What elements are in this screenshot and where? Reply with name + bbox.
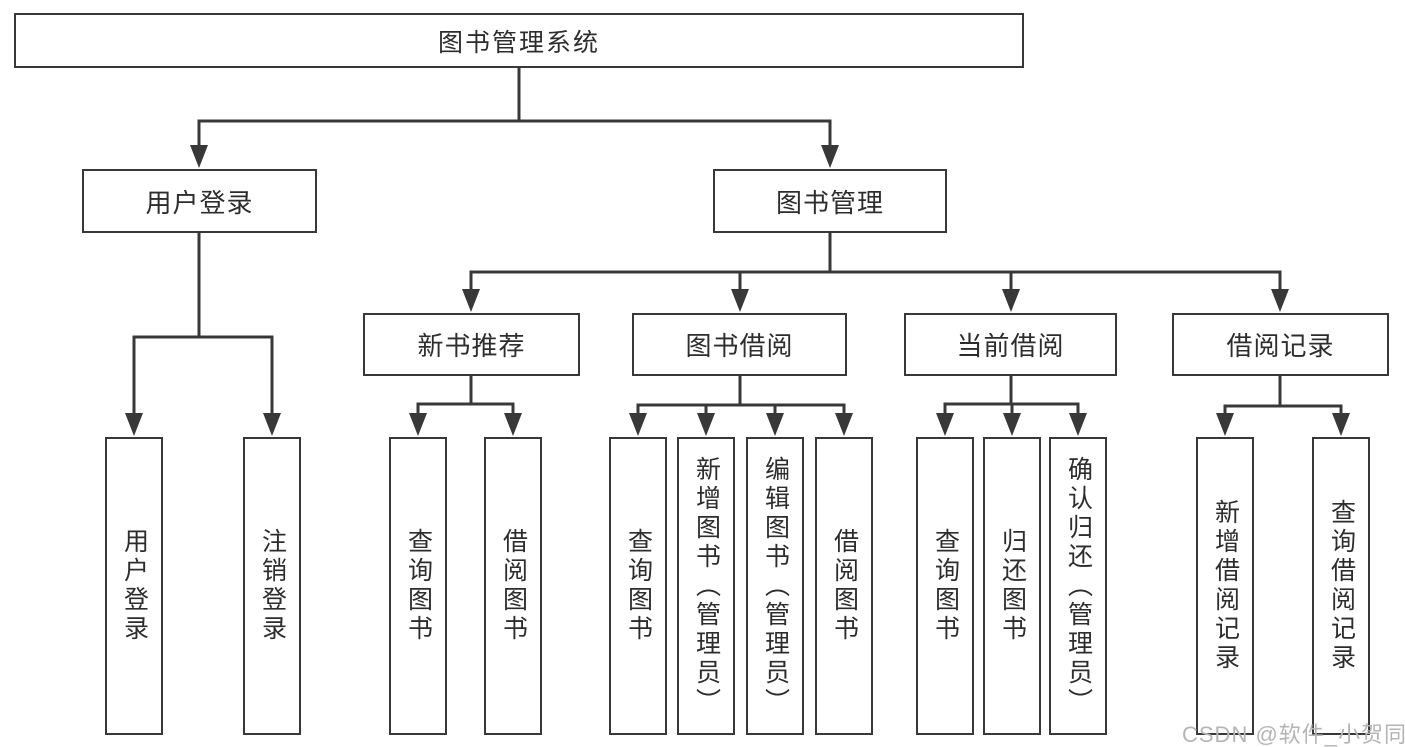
leaf-borrow-add-books-admin-label: 新增图书（管理员）: [692, 455, 721, 717]
arrowhead-icon: [731, 289, 749, 312]
leaf-borrow-edit-books-admin: 编辑图书（管理员）: [746, 437, 804, 735]
node-borrowing-records: 借阅记录: [1172, 313, 1389, 376]
leaf-recommend-borrow-books-label: 借阅图书: [499, 528, 528, 644]
arrowhead-icon: [1069, 413, 1087, 436]
leaf-current-confirm-return-admin-label: 确认归还（管理员）: [1064, 455, 1093, 717]
arrowhead-icon: [1332, 413, 1350, 436]
node-new-book-recommend: 新书推荐: [363, 313, 580, 376]
leaf-current-return-books: 归还图书: [983, 437, 1041, 735]
leaf-current-confirm-return-admin: 确认归还（管理员）: [1049, 437, 1107, 735]
leaf-records-add-record-label: 新增借阅记录: [1211, 499, 1240, 673]
arrowhead-icon: [504, 413, 522, 436]
leaf-borrow-edit-books-admin-label: 编辑图书（管理员）: [761, 455, 790, 717]
node-book-management-module: 图书管理: [713, 169, 947, 233]
node-current-borrowing: 当前借阅: [904, 313, 1117, 376]
leaf-records-query-record: 查询借阅记录: [1312, 437, 1370, 735]
node-user-login-module: 用户登录: [82, 169, 317, 233]
arrowhead-icon: [125, 413, 143, 436]
leaf-recommend-query-books: 查询图书: [389, 437, 447, 735]
arrowhead-icon: [766, 413, 784, 436]
arrowhead-icon: [190, 145, 208, 168]
leaf-user-logout-label: 注销登录: [258, 528, 287, 644]
arrowhead-icon: [1271, 289, 1289, 312]
arrowhead-icon: [263, 413, 281, 436]
arrowhead-icon: [936, 413, 954, 436]
node-book-management-module-label: 图书管理: [775, 187, 884, 218]
node-root-system: 图书管理系统: [14, 13, 1024, 68]
arrowhead-icon: [821, 145, 839, 168]
arrowhead-icon: [1002, 289, 1020, 312]
arrowhead-icon: [1216, 413, 1234, 436]
csdn-watermark: CSDN @软件_小贺同学: [1182, 722, 1405, 747]
node-borrowing-records-label: 借阅记录: [1226, 331, 1335, 361]
leaf-user-logout: 注销登录: [243, 437, 301, 735]
node-root-system-label: 图书管理系统: [437, 28, 600, 57]
leaf-current-query-books: 查询图书: [916, 437, 974, 735]
node-book-borrowing-label: 图书借阅: [685, 331, 794, 361]
leaf-user-login: 用户登录: [105, 437, 163, 735]
leaf-current-query-books-label: 查询图书: [931, 528, 960, 644]
leaf-borrow-query-books: 查询图书: [609, 437, 667, 735]
leaf-borrow-add-books-admin: 新增图书（管理员）: [677, 437, 735, 735]
arrowhead-icon: [629, 413, 647, 436]
node-user-login-module-label: 用户登录: [145, 187, 254, 218]
node-book-borrowing: 图书借阅: [632, 313, 847, 376]
leaf-current-return-books-label: 归还图书: [998, 528, 1027, 644]
leaf-records-add-record: 新增借阅记录: [1196, 437, 1254, 735]
leaf-borrow-borrow-books: 借阅图书: [815, 437, 873, 735]
node-new-book-recommend-label: 新书推荐: [417, 331, 526, 361]
leaf-recommend-query-books-label: 查询图书: [404, 528, 433, 644]
leaf-user-login-label: 用户登录: [120, 528, 149, 644]
node-current-borrowing-label: 当前借阅: [956, 331, 1065, 361]
leaf-borrow-borrow-books-label: 借阅图书: [830, 528, 859, 644]
arrowhead-icon: [409, 413, 427, 436]
arrowhead-icon: [697, 413, 715, 436]
leaf-records-query-record-label: 查询借阅记录: [1327, 499, 1356, 673]
arrowhead-icons: [125, 145, 1350, 436]
arrowhead-icon: [1003, 413, 1021, 436]
leaf-recommend-borrow-books: 借阅图书: [484, 437, 542, 735]
arrowhead-icon: [462, 289, 480, 312]
leaf-borrow-query-books-label: 查询图书: [624, 528, 653, 644]
arrowhead-icon: [835, 413, 853, 436]
